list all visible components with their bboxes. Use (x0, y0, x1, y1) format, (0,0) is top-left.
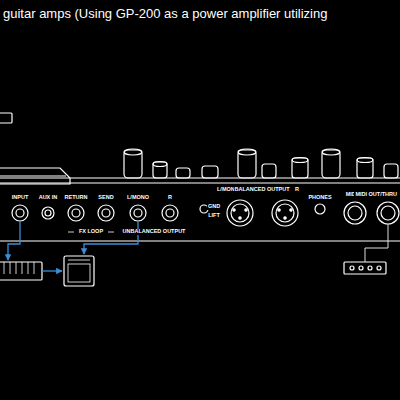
jack-label: AUX IN (38, 195, 59, 201)
unit-top (0, 177, 400, 178)
jack-label: L/MONO (126, 195, 150, 201)
jack-label: PHONES (307, 195, 332, 201)
jack-label: R (294, 187, 300, 193)
title: guitar amps (Using GP-200 as a power amp… (3, 6, 327, 21)
jack-label: LIFT (207, 213, 221, 219)
jack-label: RETURN (64, 195, 89, 201)
jack-label: GND (207, 204, 221, 210)
jack-label: INPUT (11, 195, 30, 201)
amp-icon (64, 256, 94, 286)
midi-controller-icon (344, 262, 386, 274)
device-icon (0, 113, 12, 123)
pedal-icon (0, 168, 70, 184)
jack-label: SEND (97, 195, 114, 201)
jack-label: MIDI OUT/THRU (354, 192, 398, 198)
knobs (124, 149, 398, 178)
jack-label: R (167, 195, 173, 201)
group-label: UNBALANCED OUTPUT (122, 229, 187, 235)
rear-panel (0, 183, 400, 241)
keyboard-icon (0, 262, 42, 280)
signal-lines (8, 221, 138, 271)
group-label: FX LOOP (78, 229, 104, 235)
jack-label: BALANCED OUTPUT (234, 187, 291, 193)
jacks (12, 200, 399, 226)
